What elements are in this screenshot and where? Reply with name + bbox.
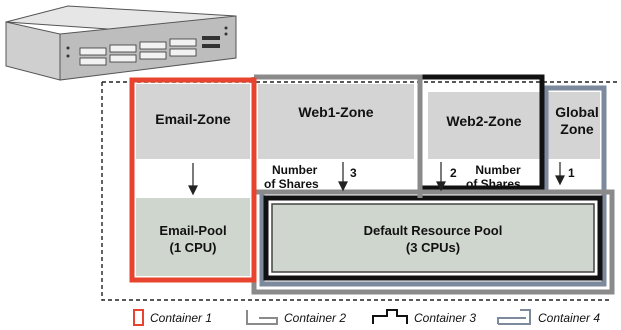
web1-zone-box xyxy=(258,84,414,159)
default-pool-cpus: (3 CPUs) xyxy=(405,240,461,255)
email-pool-label: Email-Pool (1 CPU) xyxy=(136,222,250,256)
web2-shares-label: Number of Shares xyxy=(466,163,521,191)
legend-container-1-icon xyxy=(133,309,144,326)
legend-container-4-label: Container 4 xyxy=(538,311,601,325)
web2-shares-line1: Number xyxy=(475,163,521,177)
legend-container-2-label: Container 2 xyxy=(284,311,347,325)
container-1-outline xyxy=(129,77,257,283)
web2-zone-box xyxy=(428,92,540,159)
default-pool-name: Default Resource Pool xyxy=(363,223,503,238)
global-shares-value: 1 xyxy=(568,166,575,180)
email-pool-box xyxy=(136,198,250,276)
web2-shares-value: 2 xyxy=(450,166,457,180)
legend-container-3-label: Container 3 xyxy=(414,311,477,325)
email-pool-cpus: (1 CPU) xyxy=(169,240,217,255)
global-zone-label-line1: Global xyxy=(555,104,599,120)
web1-shares-line2: of Shares xyxy=(264,177,319,191)
default-pool-label: Default Resource Pool (3 CPUs) xyxy=(272,222,594,256)
legend-container-2-icon xyxy=(246,310,278,325)
web2-shares-line2: of Shares xyxy=(466,177,521,191)
email-zone-box xyxy=(136,84,250,159)
web1-zone-label: Web1-Zone xyxy=(298,104,374,120)
server-icon xyxy=(5,5,237,81)
email-zone-label: Email-Zone xyxy=(155,111,231,127)
global-zone-label: Global Zone xyxy=(548,104,606,138)
global-zone-box xyxy=(548,92,600,159)
web1-shares-line1: Number xyxy=(272,163,318,177)
global-zone-label-line2: Zone xyxy=(560,121,594,137)
email-pool-name: Email-Pool xyxy=(159,223,227,238)
web2-zone-label: Web2-Zone xyxy=(446,113,522,129)
web1-shares-value: 3 xyxy=(350,166,357,180)
web1-shares-label: Number of Shares xyxy=(264,163,319,191)
default-pool-box xyxy=(272,204,594,272)
legend-container-4-icon xyxy=(497,309,531,325)
legend-container-3-icon xyxy=(372,309,408,324)
legend-container-1-label: Container 1 xyxy=(150,311,213,325)
